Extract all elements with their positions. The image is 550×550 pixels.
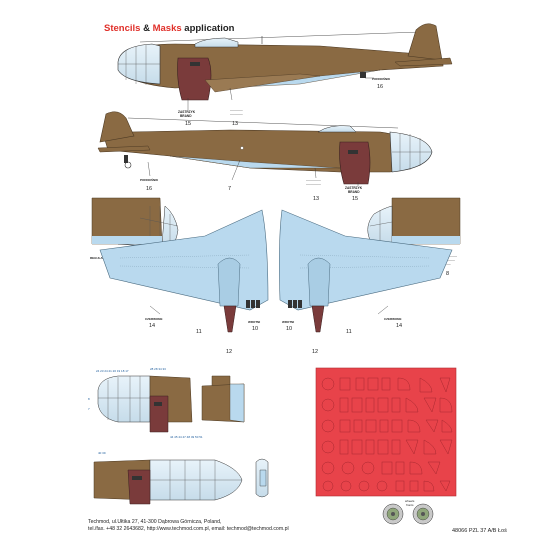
callout-12b: 12 (312, 349, 318, 355)
callout-14b: 14 (396, 323, 402, 329)
title-masks: Masks (152, 23, 182, 34)
wing-underside-left (99, 209, 269, 333)
callout-15: 15 (185, 121, 191, 127)
title-application: application (184, 23, 235, 34)
wheel-mask-label: wheels (405, 499, 415, 503)
stencil-podnosnik-1: PODNOŚNIK (372, 76, 391, 81)
callout-14a: 14 (149, 323, 155, 329)
footer-address: Techmod, ul.Ułtika 27, 41-300 Dąbrowa Gó… (88, 519, 222, 525)
stencil-small-2: ────── (229, 112, 244, 116)
mask-sheet (315, 367, 457, 497)
callout-8: 8 (446, 271, 449, 277)
mask-numbers-row-3: 40 39 (98, 451, 106, 455)
stencil-small-3: ─────── (305, 178, 322, 182)
stencil-small-1: ────── (229, 108, 244, 112)
stencil-zastrzyk-2: ZASTRZYK (345, 186, 363, 190)
wheel-masks (382, 503, 434, 525)
callout-10b: 10 (286, 326, 292, 332)
callout-7: 7 (228, 186, 231, 192)
mask-numbers-col-1: 8 (88, 397, 90, 401)
callout-12a: 12 (226, 349, 232, 355)
callout-15b: 15 (352, 196, 358, 202)
stencil-czerwone-1: CZERWONE (145, 317, 162, 321)
stencil-zastrzyk-1: ZASTRZYK (178, 110, 196, 114)
mask-numbers-row-1: 24 23 24 21 20 19 18 17 (96, 369, 129, 373)
wing-detail-small (201, 383, 245, 423)
stencil-czerwone-2: CZERWONE (384, 317, 401, 321)
title-stencils: Stencils (104, 23, 141, 34)
wheel-mask-label-2: fronts (406, 503, 414, 507)
stencil-podnosnik-2: PODNOŚNIK (140, 177, 159, 182)
callout-10a: 10 (252, 326, 258, 332)
product-code: 48066 PZL 37 A/B Łoś (452, 528, 507, 534)
canopy-detail-1 (97, 375, 193, 433)
callout-11b: 11 (346, 329, 352, 335)
callout-11a: 11 (196, 329, 202, 335)
callout-16a: 16 (377, 84, 383, 90)
stencil-small-4: ─────── (305, 182, 322, 186)
aircraft-side-view-left (117, 23, 453, 110)
nose-detail-left (91, 197, 179, 249)
callout-13a: 13 (232, 121, 238, 127)
page-title: Stencils & Masks application (104, 23, 234, 34)
wing-underside-right (279, 209, 453, 333)
canopy-detail-2 (93, 459, 243, 505)
stencil-wrotni-2: WROTNI (282, 320, 294, 324)
title-ampersand: & (143, 23, 150, 34)
mask-numbers-col-1b: 7 (88, 407, 90, 411)
stencil-wrotni-1: WROTNI (248, 320, 260, 324)
stencil-brand-1: BRAND (180, 114, 192, 118)
nose-detail-right (367, 197, 461, 245)
callout-13b: 13 (313, 196, 319, 202)
footer-contact: tel./fax. +48 32 2643682, http://www.tec… (88, 526, 289, 532)
stencil-brand-2: BRAND (348, 190, 360, 194)
aircraft-side-view-right (97, 111, 433, 186)
small-blister-details (255, 458, 269, 498)
company-footer: Techmod, ul.Ułtika 27, 41-300 Dąbrowa Gó… (88, 519, 289, 533)
callout-16b: 16 (146, 186, 152, 192)
mask-numbers-row-2: 44 45 44 47 48 49 50 51 (170, 435, 203, 439)
mask-numbers-row-1b: 28 28 34 33 (150, 367, 166, 371)
